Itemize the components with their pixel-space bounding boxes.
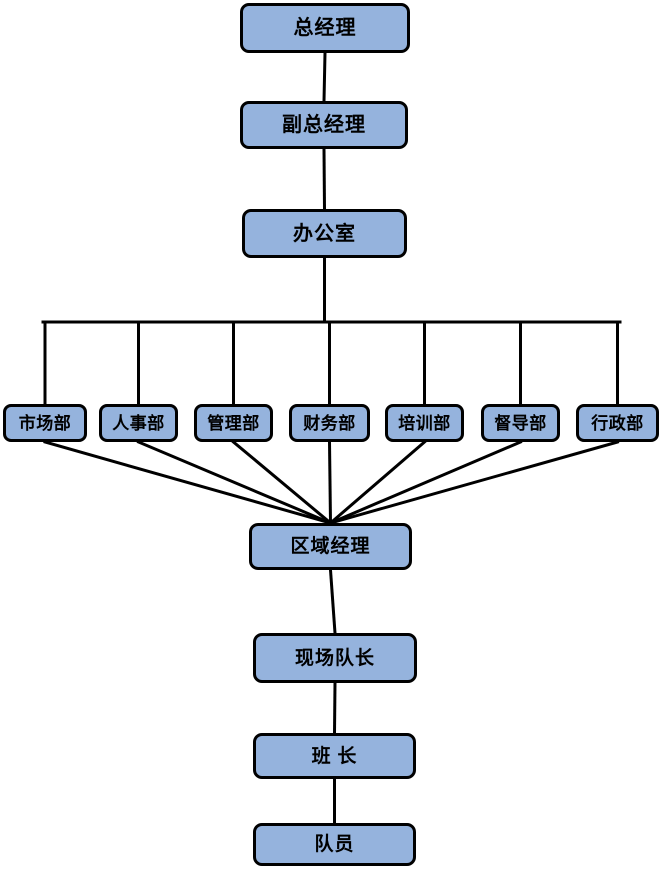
edge-admin-to-region	[328, 440, 620, 525]
node-mgmt[interactable]: 管理部	[194, 404, 273, 442]
node-hr[interactable]: 人事部	[99, 404, 178, 442]
node-label-dgm: 副总经理	[282, 114, 366, 136]
node-finance[interactable]: 财务部	[289, 404, 370, 442]
edge-market-to-region	[43, 440, 333, 525]
node-region[interactable]: 区域经理	[249, 523, 412, 570]
node-dgm[interactable]: 副总经理	[240, 101, 408, 149]
edge-finance-to-region	[327, 440, 333, 525]
node-label-hr: 人事部	[112, 413, 165, 433]
node-label-member: 队员	[314, 834, 355, 855]
node-label-supervise: 督导部	[494, 413, 547, 433]
edge-region-to-captain	[328, 568, 337, 635]
node-label-captain: 现场队长	[294, 647, 375, 669]
node-label-region: 区域经理	[290, 536, 371, 557]
edge-hr-to-region	[136, 440, 333, 525]
node-leader[interactable]: 班 长	[253, 733, 416, 779]
node-label-admin: 行政部	[591, 413, 644, 433]
node-supervise[interactable]: 督导部	[481, 404, 560, 442]
node-admin[interactable]: 行政部	[576, 404, 659, 442]
node-label-office: 办公室	[293, 222, 356, 245]
edge-gm-to-dgm	[322, 51, 327, 103]
node-label-market: 市场部	[18, 413, 72, 433]
node-label-leader: 班 长	[311, 745, 358, 767]
node-label-gm: 总经理	[293, 17, 357, 39]
node-training[interactable]: 培训部	[385, 404, 464, 442]
node-office[interactable]: 办公室	[242, 209, 407, 258]
edge-mgmt-to-region	[231, 439, 333, 526]
node-captain[interactable]: 现场队长	[253, 633, 417, 683]
node-member[interactable]: 队员	[253, 823, 416, 866]
edge-dgm-to-office	[322, 147, 327, 211]
node-label-finance: 财务部	[303, 413, 356, 433]
edge-training-to-region	[328, 439, 427, 526]
edge-supervise-to-region	[328, 440, 523, 525]
edge-captain-to-leader	[332, 681, 337, 735]
node-gm[interactable]: 总经理	[240, 3, 410, 53]
node-label-mgmt: 管理部	[207, 413, 260, 433]
node-label-training: 培训部	[398, 413, 451, 433]
node-market[interactable]: 市场部	[3, 404, 87, 442]
